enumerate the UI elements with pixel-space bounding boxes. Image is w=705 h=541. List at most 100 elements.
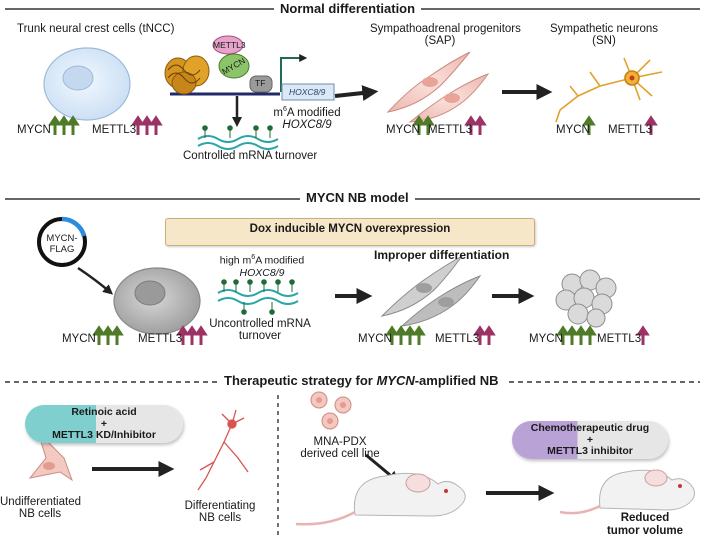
- pill2-line1: Chemotherapeutic drug: [530, 422, 650, 434]
- improper-cells: [380, 255, 482, 327]
- tncc-label: Trunk neural crest cells (tNCC): [17, 23, 175, 35]
- pdx-line2: derived cell line: [300, 448, 380, 460]
- pill-chemo-text: Chemotherapeutic drug + METTL3 inhibitor: [512, 422, 668, 458]
- high-m6a-label: high m6A modified HOXC8/9: [207, 254, 317, 279]
- sap-label: Sympathoadrenal progenitors (SAP): [370, 23, 521, 47]
- mycn-up-arrow-icon: [394, 325, 408, 345]
- mettl3-up-arrow-icon: [185, 325, 199, 345]
- header-model: MYCN NB model: [300, 190, 415, 205]
- plasmid-label: MYCN- FLAG: [38, 233, 86, 255]
- sn-mettl3-label: METTL3: [608, 124, 653, 136]
- plasmid-line2: FLAG: [49, 244, 75, 255]
- reduced-label: Reduced tumor volume: [590, 512, 700, 538]
- m6a-suffix: A modified: [286, 106, 341, 119]
- diff-line2: NB cells: [198, 512, 242, 524]
- diff-label: Differentiating NB cells: [175, 500, 265, 524]
- mettl3-up-arrow-icon: [473, 115, 487, 135]
- cluster-mettl3-label: METTL3: [597, 333, 642, 345]
- hox-box-label: HOXC8/9: [289, 87, 326, 97]
- mettl3-up-arrow-icon: [464, 115, 478, 135]
- chromatin-diagram: [164, 35, 335, 127]
- undiff-line1: Undifferentiated: [0, 496, 81, 508]
- mycn-up-arrow-icon: [412, 115, 426, 135]
- sn-label-line1: Sympathetic neurons: [549, 23, 659, 35]
- m6a-prefix: m: [273, 106, 283, 119]
- pill-retinoic: [25, 405, 183, 443]
- tumor-cluster: [555, 269, 617, 328]
- improper-mettl3-label: METTL3: [435, 333, 480, 345]
- tf-tag: TF: [255, 78, 266, 88]
- tncc-mycn-label: MYCN: [17, 124, 51, 136]
- arrow-to-sap: [334, 85, 379, 101]
- pill2-line2: +: [586, 433, 594, 446]
- controlled-turnover: Controlled mRNA turnover: [183, 150, 318, 162]
- pill1-line2: +: [100, 417, 108, 430]
- diff-nb-neuron: [197, 409, 249, 491]
- sn-mycn-label: MYCN: [556, 124, 590, 136]
- mycn-up-arrow-icon: [110, 325, 124, 345]
- sap-label-line1: Sympathoadrenal progenitors: [370, 23, 521, 35]
- high-suffix: A modified: [255, 254, 305, 267]
- mycn-up-arrow-icon: [565, 325, 579, 345]
- pill2-line3: METTL3 inhibitor: [547, 445, 633, 457]
- header-normal: Normal differentiation: [274, 1, 422, 16]
- uncontrolled-line1: Uncontrolled mRNA: [209, 318, 311, 330]
- sn-label-line2: (SN): [592, 35, 616, 47]
- plasmid-line1: MYCN-: [46, 233, 78, 244]
- pdx-cells: [310, 391, 352, 430]
- undiff-line2: NB cells: [18, 508, 62, 520]
- undiff-nb-cell: [28, 431, 73, 482]
- mycn-up-arrow-icon: [57, 115, 71, 135]
- improper-label: Improper differentiation: [374, 248, 510, 262]
- cluster-mycn-label: MYCN: [529, 333, 563, 345]
- m6a-gene: HOXC8/9: [282, 118, 332, 131]
- diff-line1: Differentiating: [184, 500, 256, 512]
- high-gene: HOXC8/9: [239, 266, 285, 279]
- sn-label: Sympathetic neurons (SN): [544, 23, 664, 47]
- model-mettl3-label: METTL3: [138, 333, 183, 345]
- pdx-line1: MNA-PDX: [313, 436, 367, 448]
- mettl3-up-arrow-icon: [140, 115, 154, 135]
- mettl3-protein-tag: METTL3: [213, 40, 246, 50]
- mycn-up-arrow-icon: [66, 115, 80, 135]
- sap-label-line2: (SAP): [424, 35, 456, 47]
- sap-mycn-label: MYCN: [386, 124, 420, 136]
- mettl3-up-arrow-icon: [194, 325, 208, 345]
- tncc-mettl3-label: METTL3: [92, 124, 137, 136]
- mettl3-up-arrow-icon: [482, 325, 496, 345]
- pill1-line3: METTL3 KD/Inhibitor: [52, 429, 156, 441]
- mouse-treated: [559, 469, 696, 515]
- sap-mettl3-label: METTL3: [428, 124, 473, 136]
- mycn-up-arrow-icon: [582, 115, 596, 135]
- sap-cells: [386, 51, 490, 123]
- mycn-up-arrow-icon: [92, 325, 106, 345]
- m6a-sup: 6: [282, 106, 287, 113]
- mycn-up-arrow-icon: [556, 325, 570, 345]
- sn-neuron: [555, 57, 663, 123]
- dox-banner-text: Dox inducible MYCN overexpression: [249, 223, 451, 235]
- mettl3-up-arrow-icon: [644, 115, 658, 135]
- mycn-up-arrow-icon: [574, 325, 588, 345]
- header-therapy-prefix: Therapeutic strategy for: [224, 373, 377, 388]
- model-mycn-label: MYCN: [62, 333, 96, 345]
- mettl3-up-arrow-icon: [149, 115, 163, 135]
- mycn-up-arrow-icon: [583, 325, 597, 345]
- mouse-untreated: [295, 472, 466, 526]
- pill-chemo: [512, 421, 668, 459]
- mycn-up-arrow-icon: [412, 325, 426, 345]
- mettl3-up-arrow-icon: [636, 325, 650, 345]
- header-therapy-gene: MYCN: [376, 373, 415, 388]
- model-cell: [113, 267, 201, 335]
- pill1-line1: Retinoic acid: [71, 406, 137, 418]
- mycn-up-arrow-icon: [48, 115, 62, 135]
- high-prefix: high m: [219, 254, 252, 267]
- mycn-up-arrow-icon: [421, 115, 435, 135]
- improper-mycn-label: MYCN: [358, 333, 392, 345]
- mycn-up-arrow-icon: [385, 325, 399, 345]
- mettl3-up-arrow-icon: [176, 325, 190, 345]
- pdx-label: MNA-PDX derived cell line: [290, 436, 390, 460]
- mycn-up-arrow-icon: [403, 325, 417, 345]
- undiff-label: Undifferentiated NB cells: [0, 496, 81, 520]
